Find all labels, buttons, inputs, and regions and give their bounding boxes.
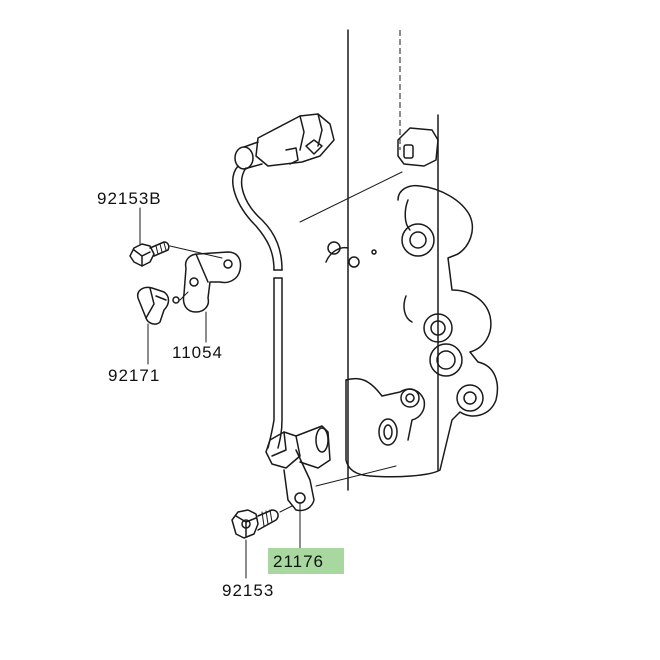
- leader-lower-right: [315, 465, 397, 487]
- bolt-92153b: [129, 241, 223, 267]
- callout-92171[interactable]: 92171: [108, 366, 160, 385]
- bolt-92153: [231, 505, 293, 539]
- clip-92171: [136, 286, 189, 325]
- wire-clamp-11054: [182, 251, 242, 313]
- sensor-connector: [234, 113, 335, 170]
- speed-sensor: [265, 425, 331, 512]
- callout-21176[interactable]: 21176: [273, 552, 324, 571]
- leader-upper-right: [299, 171, 403, 223]
- callout-11054[interactable]: 11054: [172, 343, 223, 362]
- callout-highlight-21176: [268, 548, 344, 574]
- callout-92153[interactable]: 92153: [222, 581, 274, 600]
- fork-leg: [325, 29, 499, 491]
- callout-92153b[interactable]: 92153B: [97, 189, 162, 208]
- sensor-wire: [232, 165, 283, 449]
